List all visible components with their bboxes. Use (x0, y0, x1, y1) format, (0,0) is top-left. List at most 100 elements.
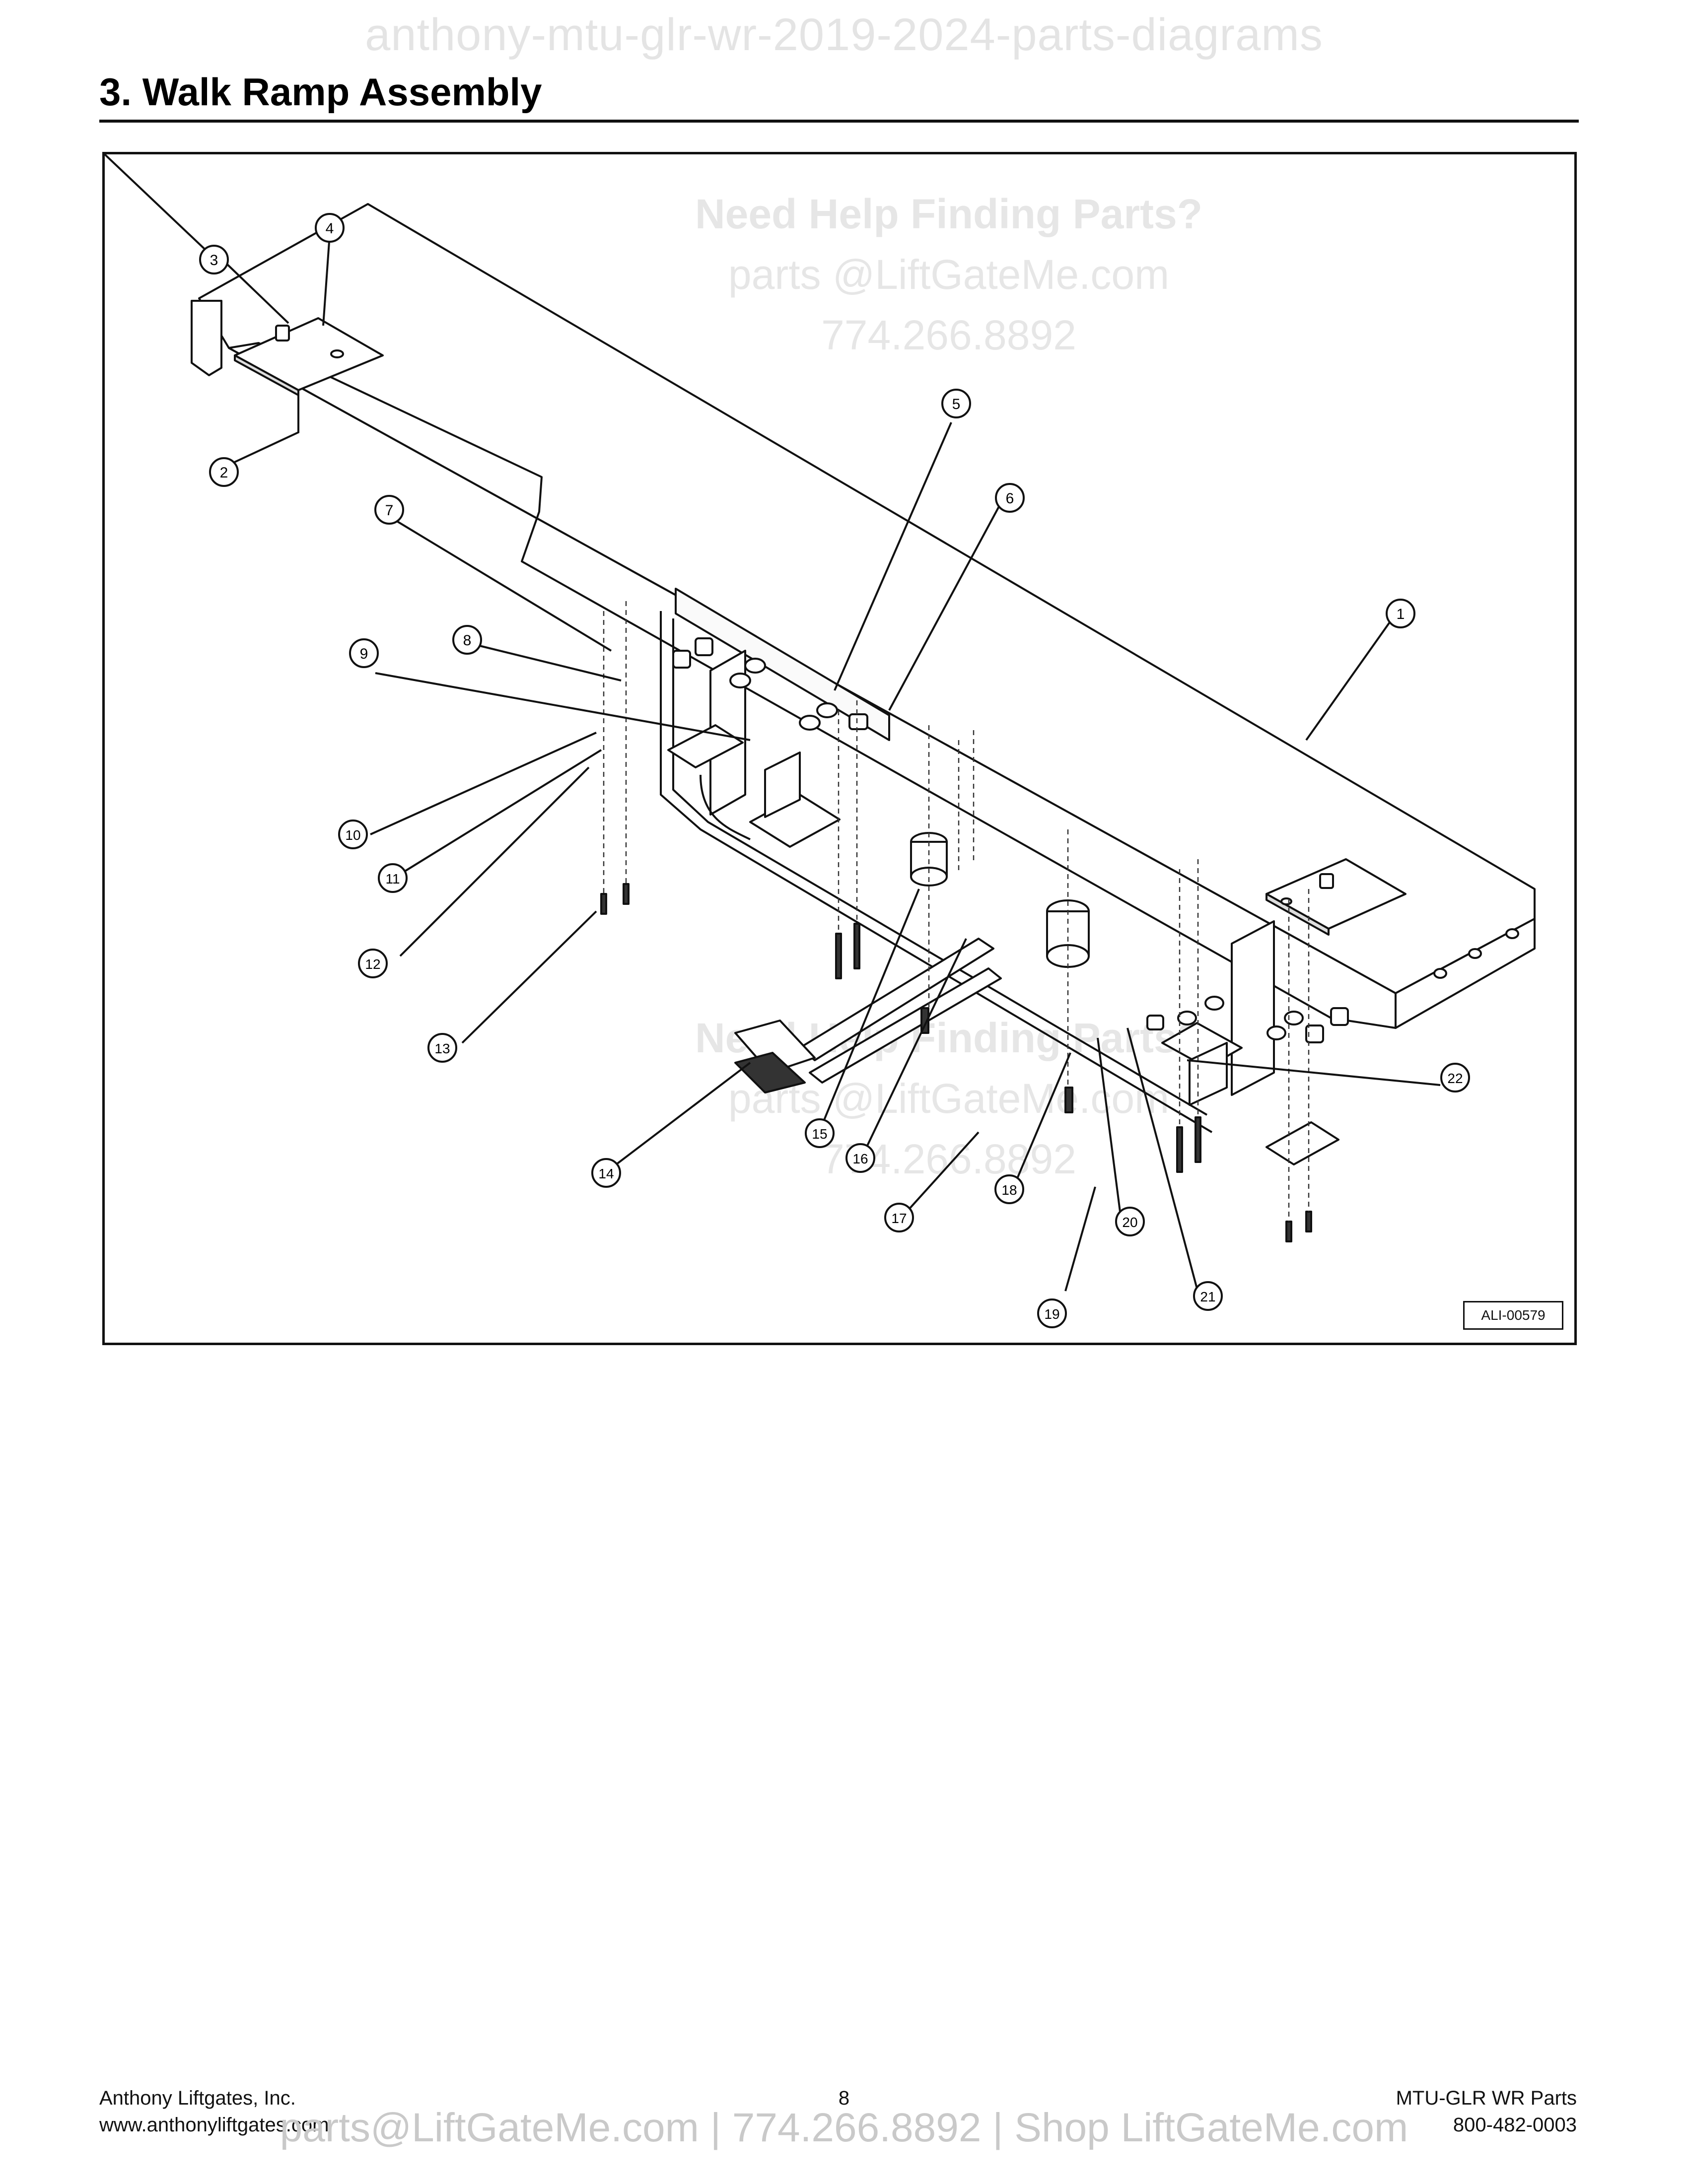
callout-9: 9 (349, 638, 379, 668)
callout-label: 1 (1397, 606, 1405, 622)
page-number: 8 (838, 2087, 850, 2109)
lower-frame-rail (660, 611, 1213, 1133)
callout-label: 15 (812, 1126, 827, 1142)
callout-3: 3 (199, 245, 229, 274)
diagram-frame: Need Help Finding Parts? parts @LiftGate… (102, 152, 1577, 1345)
drawing-reference-code: ALI-00579 (1463, 1301, 1563, 1330)
nut (1146, 1015, 1164, 1030)
spacer-small-bottom (910, 867, 948, 887)
title-rule (99, 120, 1579, 123)
washer (816, 702, 838, 718)
callout-label: 21 (1200, 1289, 1215, 1304)
callout-5: 5 (941, 389, 971, 418)
washer (1177, 1011, 1197, 1025)
top-watermark: anthony-mtu-glr-wr-2019-2024-parts-diagr… (365, 9, 1323, 60)
footer-website[interactable]: www.anthonyliftgates.com (99, 2114, 329, 2136)
callout-7: 7 (374, 495, 404, 525)
callout-markers: 1 2 3 4 5 6 7 8 9 10 11 12 13 14 15 16 1… (199, 213, 1470, 1328)
left-end-bracket (191, 300, 222, 376)
screw (1305, 1211, 1312, 1232)
callout-13: 13 (427, 1033, 457, 1063)
left-plate-hole (330, 349, 344, 358)
callout-10: 10 (338, 819, 368, 849)
washer (1284, 1011, 1304, 1025)
callout-12: 12 (358, 949, 388, 978)
assembly-guide-lines (603, 601, 1310, 1222)
callout-6: 6 (995, 483, 1025, 513)
callout-label: 19 (1044, 1306, 1059, 1322)
callout-label: 10 (345, 827, 360, 843)
screw (835, 933, 842, 979)
screw (853, 923, 860, 969)
callout-11: 11 (378, 863, 408, 893)
callout-label: 9 (360, 646, 368, 662)
callout-19: 19 (1037, 1298, 1067, 1328)
screw (1285, 1221, 1292, 1242)
right-hinge-block (1189, 1042, 1228, 1106)
left-hook (700, 774, 751, 840)
callout-label: 20 (1122, 1215, 1137, 1230)
washer (1266, 1025, 1286, 1040)
ramp-end-face (1395, 918, 1536, 1029)
callout-18: 18 (994, 1174, 1024, 1204)
section-title: 3. Walk Ramp Assembly (99, 70, 542, 114)
callout-label: 22 (1447, 1071, 1463, 1086)
callout-label: 4 (326, 220, 334, 237)
callout-label: 7 (385, 502, 394, 519)
footer-right: MTU-GLR WR Parts 800-482-0003 (1396, 2085, 1577, 2138)
walk-ramp-exploded-view: 1 2 3 4 5 6 7 8 9 10 11 12 13 14 15 16 1… (105, 154, 1536, 1328)
bolt-head (672, 650, 691, 669)
right-pad-block (1266, 1121, 1339, 1165)
screw (1195, 1116, 1201, 1163)
screw (600, 893, 607, 915)
callout-label: 14 (598, 1166, 614, 1181)
screw (623, 883, 630, 905)
callout-label: 5 (952, 396, 961, 412)
right-plate-hole (1280, 897, 1292, 905)
callout-label: 3 (210, 252, 218, 269)
callout-17: 17 (884, 1203, 914, 1232)
nut (848, 713, 868, 730)
callout-4: 4 (315, 213, 345, 243)
help-watermark-top: Need Help Finding Parts? parts @LiftGate… (527, 184, 1371, 365)
callout-label: 6 (1006, 490, 1014, 507)
end-hole (1433, 968, 1447, 979)
washer (729, 673, 751, 688)
callout-label: 13 (434, 1041, 450, 1056)
callout-label: 12 (365, 956, 380, 972)
left-plate-bolt (275, 325, 290, 341)
callout-label: 18 (1001, 1182, 1017, 1198)
bolt-head (695, 637, 713, 656)
callout-1: 1 (1386, 599, 1415, 628)
screw (1064, 1087, 1073, 1113)
left-hinge-block (764, 751, 801, 818)
callout-8: 8 (452, 625, 482, 655)
callout-16: 16 (845, 1143, 875, 1173)
label-plate (675, 588, 890, 741)
washer (799, 715, 821, 731)
callout-22: 22 (1440, 1063, 1470, 1092)
callout-label: 11 (385, 871, 400, 887)
callout-label: 16 (852, 1151, 868, 1166)
callout-21: 21 (1193, 1281, 1223, 1311)
footer-company: Anthony Liftgates, Inc. (99, 2087, 296, 2109)
screw (1176, 1126, 1183, 1173)
end-hole (1505, 928, 1519, 939)
footer-phone: 800-482-0003 (1453, 2114, 1577, 2136)
bottom-watermark: parts@LiftGateMe.com | 774.266.8892 | Sh… (280, 2105, 1408, 2150)
bolt-head (1305, 1024, 1324, 1043)
callout-label: 8 (463, 632, 472, 649)
help-watermark-phone: 774.266.8892 (821, 311, 1076, 358)
end-hole (1468, 948, 1482, 959)
help-watermark-email: parts @LiftGateMe.com (728, 251, 1170, 298)
footer-left: Anthony Liftgates, Inc. www.anthonyliftg… (99, 2085, 329, 2138)
footer-doc-title: MTU-GLR WR Parts (1396, 2087, 1577, 2109)
callout-14: 14 (591, 1158, 621, 1188)
washer (744, 658, 766, 674)
right-plate-bolt (1319, 873, 1334, 889)
washer (1204, 996, 1224, 1011)
callout-20: 20 (1115, 1207, 1145, 1236)
callout-label: 2 (220, 465, 228, 481)
callout-15: 15 (805, 1118, 835, 1148)
leader-lines (105, 154, 1441, 1292)
